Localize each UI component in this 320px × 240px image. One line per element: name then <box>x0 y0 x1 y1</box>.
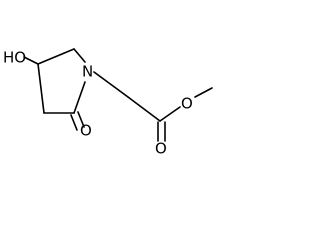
nitrogen-label: N <box>82 63 93 81</box>
bond-cester-oester <box>159 106 181 122</box>
bond-n1-ch2 <box>93 71 129 98</box>
bond-c2-o-double-b <box>70 114 78 131</box>
hydroxyl-label: HO <box>3 49 26 67</box>
bond-c5-n1 <box>73 48 86 63</box>
bond-n1-c2 <box>73 81 86 114</box>
ring-carbonyl-oxygen-label: O <box>80 122 92 140</box>
molecule-drawing: HO N O O O <box>3 48 213 158</box>
structure-diagram: HO N O O O <box>3 48 213 158</box>
ester-carbonyl-oxygen-label: O <box>155 140 167 158</box>
ester-oxygen-label: O <box>181 95 193 113</box>
bond-c4-c5 <box>37 48 75 65</box>
bond-c2-o-double-a <box>77 111 85 128</box>
bond-ch2-cester <box>127 96 161 122</box>
bond-oester-ch3 <box>194 87 213 98</box>
bond-c3-c4 <box>37 63 45 114</box>
bond-c4-oh <box>23 56 39 65</box>
